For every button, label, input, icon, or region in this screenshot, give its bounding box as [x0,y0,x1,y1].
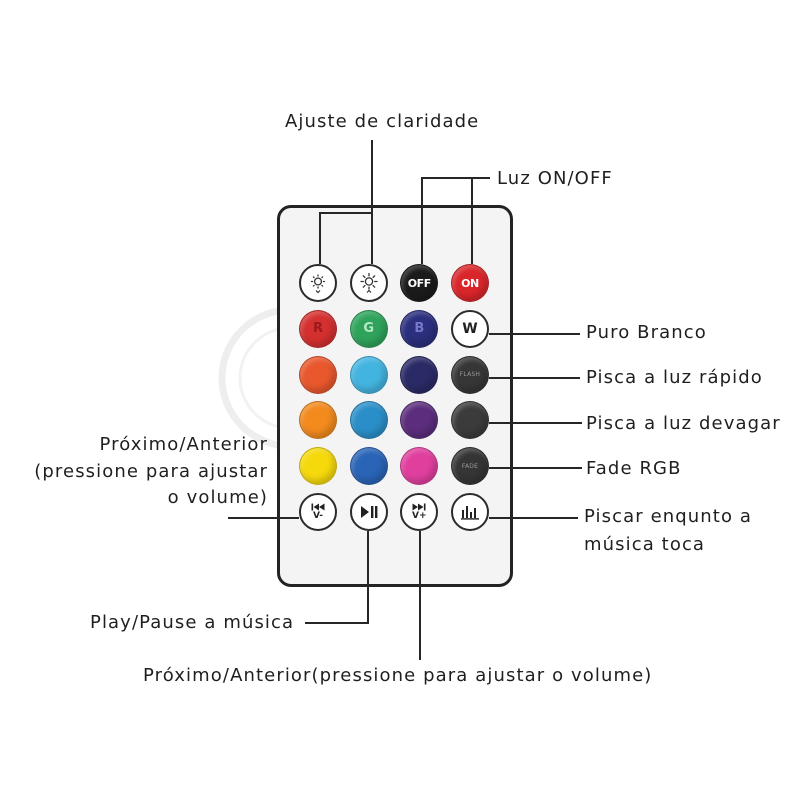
orange-red-button[interactable] [299,355,337,394]
blue-button-label: B [414,321,425,337]
white-button[interactable]: W [450,309,489,348]
previous-volume-down-button[interactable]: V- [299,492,337,531]
label-music-line-2: música toca [584,534,706,555]
red-button[interactable]: R [299,309,337,348]
white-button-label: W [462,320,478,337]
off-button-label: OFF [407,276,432,290]
previous-track-icon [311,503,325,511]
label-fade: Fade RGB [586,458,682,479]
blue-button[interactable]: B [400,309,439,348]
fade-button-label: FADE [461,462,479,470]
flash-button-label: FLASH [459,371,481,379]
label-music: Piscar enqunto a música toca [584,503,752,559]
off-button[interactable]: OFF [400,264,439,302]
brightness-down-icon [310,274,326,294]
next-track-icon [412,503,426,511]
volume-up-label: V+ [412,510,427,521]
brightness-up-icon [360,272,378,293]
volume-down-label: V- [312,510,324,521]
pink-button[interactable] [400,447,439,486]
strobe-button[interactable] [450,401,489,440]
green-button-label: G [363,321,374,337]
play-pause-icon [360,505,378,518]
label-previous-line-1: Próximo/Anterior [99,434,268,455]
play-pause-button[interactable] [349,492,388,531]
equalizer-icon [460,505,479,520]
label-flash: Pisca a luz rápido [586,367,763,388]
brightness-up-button[interactable] [349,264,388,302]
medium-blue-button[interactable] [349,447,388,486]
yellow-button[interactable] [299,447,337,486]
next-volume-up-button[interactable]: V+ [400,492,439,531]
brightness-down-button[interactable] [299,264,337,302]
label-power: Luz ON/OFF [497,168,613,189]
label-play-pause: Play/Pause a música [90,612,295,633]
label-next: Próximo/Anterior(pressione para ajustar … [143,665,653,686]
flash-button[interactable]: FLASH [450,355,489,394]
label-music-line-1: Piscar enqunto a [584,506,753,527]
purple-button[interactable] [400,401,439,440]
label-previous-line-2: (pressione para ajustar [34,460,268,482]
on-button-label: ON [461,276,479,290]
music-mode-button[interactable] [450,492,489,531]
orange-button[interactable] [299,401,337,440]
label-brightness: Ajuste de claridade [285,111,480,132]
dark-blue-button[interactable] [400,355,439,394]
button-grid: OFF ON R G B W FLASH [299,264,489,531]
label-strobe: Pisca a luz devagar [586,413,781,434]
label-previous-line-3: o volume) [167,487,268,508]
cyan-blue-button[interactable] [349,401,388,440]
on-button[interactable]: ON [450,264,489,302]
label-pure-white: Puro Branco [586,322,707,343]
red-button-label: R [312,321,323,337]
fade-button[interactable]: FADE [450,447,489,486]
light-blue-button[interactable] [349,355,388,394]
green-button[interactable]: G [349,309,388,348]
label-previous: Próximo/Anterior (pressione para ajustar… [34,432,268,512]
